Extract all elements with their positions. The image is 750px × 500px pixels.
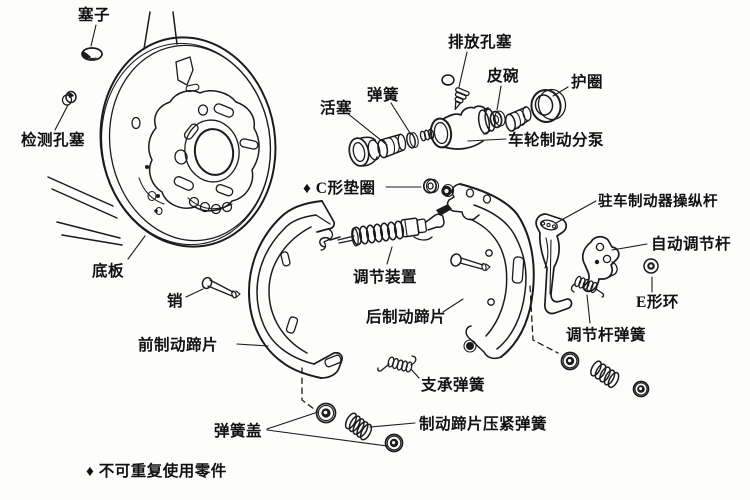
pin-drawing xyxy=(201,276,241,299)
e-ring-drawing xyxy=(643,258,659,274)
label-adjuster: 调节装置 xyxy=(353,267,417,286)
label-backing-plate: 底板 xyxy=(92,261,124,280)
spring-cover-cap-d-drawing xyxy=(632,380,650,398)
backing-plate-drawing xyxy=(47,11,277,248)
label-c-washer: ♦ C形垫圈 xyxy=(303,178,375,197)
label-boot: 护圈 xyxy=(571,72,603,91)
label-support-spring: 支承弹簧 xyxy=(420,375,485,394)
label-spring: 弹簧 xyxy=(367,85,399,104)
inspection-hole-plug-drawing xyxy=(61,90,77,106)
label-rear-brake-shoe: 后制动蹄片 xyxy=(366,307,446,326)
label-drain-hole-plug: 排放孔塞 xyxy=(448,32,512,51)
label-e-ring: E形环 xyxy=(636,292,679,311)
label-adjust-lever-spring: 调节杆弹簧 xyxy=(566,325,646,344)
label-plug: 塞子 xyxy=(78,5,110,24)
hold-down-spring-b-drawing xyxy=(590,360,620,389)
support-spring-drawing xyxy=(377,355,417,373)
plug-drawing xyxy=(81,47,103,61)
label-parking-brake-lever: 驻车制动器操纵杆 xyxy=(598,192,718,210)
label-auto-adjust-lever: 自动调节杆 xyxy=(651,234,731,253)
label-piston: 活塞 xyxy=(320,98,352,117)
label-shoe-hold-down-spring: 制动蹄片压紧弹簧 xyxy=(419,414,547,433)
label-wheel-brake-cylinder: 车轮制动分泵 xyxy=(508,130,604,149)
hold-down-spring-a-drawing xyxy=(344,412,373,441)
note-non-reusable-parts: ♦ 不可重复使用零件 xyxy=(86,461,227,480)
auto-adjust-lever-drawing xyxy=(581,236,620,293)
leader-lines xyxy=(54,24,653,447)
label-inspection-hole-plug: 检测孔塞 xyxy=(21,130,85,149)
adjust-lever-spring-drawing xyxy=(570,275,605,298)
rear-brake-shoe-drawing xyxy=(446,183,535,360)
labels: 塞子 检测孔塞 底板 销 前制动蹄片 排放孔塞 活塞 弹簧 皮碗 护圈 车轮制动… xyxy=(21,5,731,480)
label-front-brake-shoe: 前制动蹄片 xyxy=(138,335,218,354)
label-spring-cover: 弹簧盖 xyxy=(214,421,262,440)
c-washer-drawing xyxy=(422,178,455,198)
label-pin: 销 xyxy=(167,291,183,310)
piston-left-drawing xyxy=(377,133,407,159)
piston-right-drawing xyxy=(504,106,532,132)
assembly-dashed-lines xyxy=(301,285,559,410)
bleeder-screw-drawing xyxy=(454,87,470,110)
front-brake-shoe-drawing xyxy=(248,200,343,379)
parking-brake-lever-drawing xyxy=(535,213,573,315)
wheel-cylinder-assembly-drawing xyxy=(348,74,567,167)
spring-cover-cap-a-drawing xyxy=(315,402,337,424)
label-cup: 皮碗 xyxy=(487,66,519,85)
spring-cover-cap-b-drawing xyxy=(384,433,404,453)
spring-cover-cap-c-drawing xyxy=(560,351,580,371)
adjuster-assembly-drawing xyxy=(319,204,452,248)
